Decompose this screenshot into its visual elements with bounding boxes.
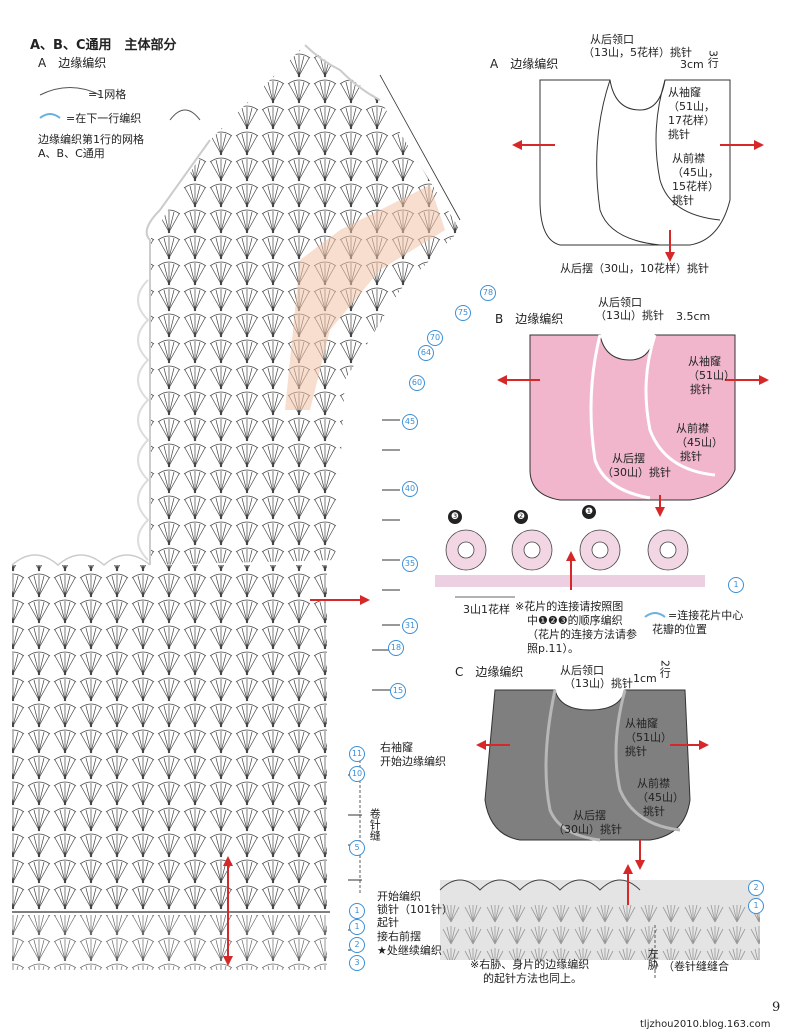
flower-note-1: ※花片的连接请按照图 xyxy=(515,600,624,613)
c-front-pick: 挑针 xyxy=(643,805,665,818)
roll-seam-label: 卷针缝 xyxy=(368,808,382,841)
diagram-c-title: C 边缘编织 xyxy=(455,665,524,679)
c-sleeve-pick: 挑针 xyxy=(625,745,647,758)
c-row-2: 2 xyxy=(748,880,764,896)
flower-note-3: （花片的连接方法请参 xyxy=(527,628,637,641)
b-sleeve: 从袖窿 xyxy=(688,355,721,368)
b-hem-count: （30山）挑针 xyxy=(602,466,671,479)
a-sleeve-count2: 17花样） xyxy=(668,114,715,127)
c-sleeve-count: （51山） xyxy=(625,731,672,744)
flower-motifs xyxy=(445,529,689,571)
flower-legend-1: =连接花片中心 xyxy=(668,609,744,622)
c-cm: 1cm xyxy=(633,672,657,685)
page-title: A、B、C通用 主体部分 xyxy=(30,38,177,53)
b-hem: 从后摆 xyxy=(612,452,645,465)
b-sleeve-pick: 挑针 xyxy=(690,383,712,396)
row-40: 40 xyxy=(402,481,418,497)
a-sleeve-pick: 挑针 xyxy=(668,128,690,141)
a-cm: 3cm xyxy=(680,58,704,71)
right-sleeve-label-2: 开始边缘编织 xyxy=(380,755,446,768)
c-row-1: 1 xyxy=(748,898,764,914)
c-hem-count: （30山）挑针 xyxy=(553,823,622,836)
b-cm: 3.5cm xyxy=(676,310,711,323)
c-front: 从前襟 xyxy=(637,777,670,790)
a-sleeve-count: （51山， xyxy=(668,100,715,113)
flower-repeat: 3山1花样 xyxy=(463,603,510,616)
vest-b-outline xyxy=(529,334,736,501)
continue-label-2: ★处继续编织 xyxy=(377,944,442,957)
c-note-2: 的起针方法也同上。 xyxy=(483,972,582,985)
a-front-count2: 15花样） xyxy=(672,180,719,193)
vest-c-outline xyxy=(484,689,691,841)
subtitle-a: A 边缘编织 xyxy=(38,56,107,70)
row-11: 11 xyxy=(349,746,365,762)
row-15: 15 xyxy=(390,683,406,699)
row-18: 18 xyxy=(388,640,404,656)
flower-legend-2: 花瓣的位置 xyxy=(652,623,707,636)
row-70: 70 xyxy=(427,330,443,346)
flower-label-3: ❸ xyxy=(448,510,462,524)
main-body-top-scallop xyxy=(11,554,151,566)
shoulder-highlight xyxy=(285,185,445,410)
legend-shared: A、B、C通用 xyxy=(38,147,105,160)
a-front: 从前襟 xyxy=(672,152,705,165)
flower-note-4: 照p.11）。 xyxy=(527,642,579,655)
edge-row-2: 2 xyxy=(349,937,365,953)
a-hem: 从后摆（30山，10花样）挑针 xyxy=(560,262,709,275)
c-front-count: （45山） xyxy=(637,791,684,804)
flower-label-1: ❶ xyxy=(582,505,596,519)
row-75: 75 xyxy=(455,305,471,321)
page-number: 9 xyxy=(772,1000,781,1015)
legend-first-row: 边缘编织第1行的网格 xyxy=(38,133,144,146)
legend-next-row: =在下一行编织 xyxy=(66,112,142,125)
row-10: 10 xyxy=(349,766,365,782)
b-sleeve-count: （51山） xyxy=(688,369,735,382)
c-sleeve: 从袖窿 xyxy=(625,717,658,730)
b-front-pick: 挑针 xyxy=(680,450,702,463)
a-rows: 3行 xyxy=(706,50,720,68)
cast-label: 起针 xyxy=(377,916,399,929)
a-front-pick: 挑针 xyxy=(672,194,694,207)
row-64: 64 xyxy=(418,345,434,361)
legend-grid: =1网格 xyxy=(88,88,127,101)
c-note-1: ※右胁、身片的边缘编织 xyxy=(470,958,590,971)
c-neck-count: （13山）挑针 xyxy=(564,677,633,690)
c-seam: （卷针缝缝合 xyxy=(663,960,729,973)
b-neck-count: （13山）挑针 xyxy=(595,309,664,322)
c-neck: 从后领口 xyxy=(560,664,604,677)
right-sleeve-label: 右袖窿 xyxy=(380,741,413,754)
edge-row-1: 1 xyxy=(349,919,365,935)
b-front-count: （45山） xyxy=(676,436,723,449)
edge-row-3: 3 xyxy=(349,955,365,971)
flower-row-number: 1 xyxy=(728,577,744,593)
a-sleeve: 从袖窿 xyxy=(668,86,701,99)
a-neck-count: （13山，5花样）挑针 xyxy=(583,46,692,59)
row-78: 78 xyxy=(480,285,496,301)
c-rows: 2行 xyxy=(658,660,672,678)
row-35: 35 xyxy=(402,556,418,572)
vest-a-outline xyxy=(539,79,731,246)
c-side: 左胁 xyxy=(646,948,660,970)
b-neck: 从后领口 xyxy=(598,296,642,309)
row-60: 60 xyxy=(409,375,425,391)
row-1: 1 xyxy=(349,903,365,919)
a-neck: 从后领口 xyxy=(590,33,634,46)
row-31: 31 xyxy=(402,618,418,634)
b-front: 从前襟 xyxy=(676,422,709,435)
row-45: 45 xyxy=(402,414,418,430)
flower-label-2: ❷ xyxy=(514,510,528,524)
continue-label: 接右前摆 xyxy=(377,930,421,943)
flower-note-2: 中❶❷❸的顺序编织 xyxy=(527,614,623,627)
row-5: 5 xyxy=(349,840,365,856)
diagram-b-title: B 边缘编织 xyxy=(495,312,564,326)
diagram-a-title: A 边缘编织 xyxy=(490,57,559,71)
watermark: tljzhou2010.blog.163.com xyxy=(640,1019,771,1030)
hem-edging xyxy=(12,915,327,970)
chain-label: 锁针（101针） xyxy=(377,903,453,916)
c-hem: 从后摆 xyxy=(573,809,606,822)
start-label: 开始编织 xyxy=(377,890,421,903)
main-body-chart xyxy=(12,565,327,910)
a-front-count: （45山， xyxy=(672,166,719,179)
